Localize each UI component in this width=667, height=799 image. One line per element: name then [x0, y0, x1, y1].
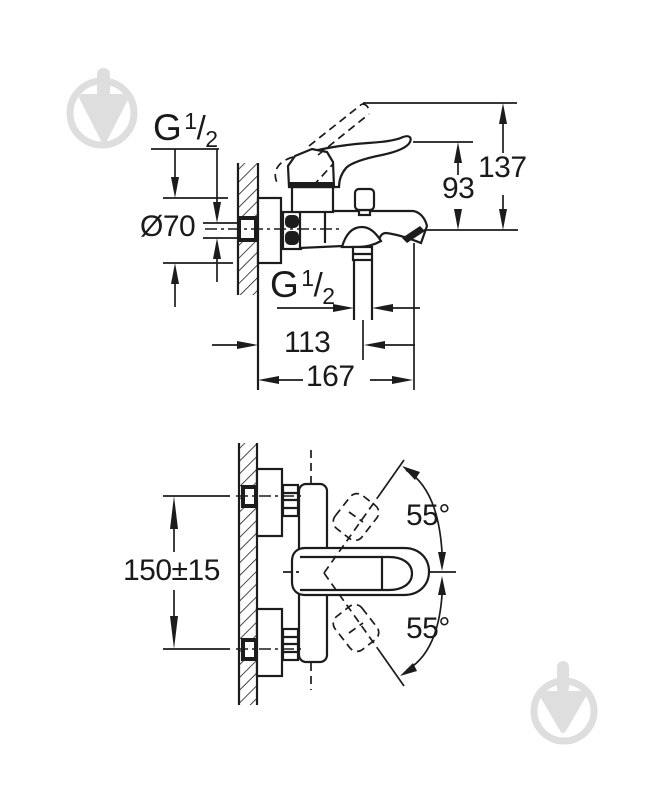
- wall-hatch: [239, 443, 257, 705]
- mounting-distance-dimension: [163, 495, 230, 650]
- depth-167-label: 167: [306, 360, 355, 393]
- lever-handle: [290, 546, 431, 597]
- spout-aerator: [402, 226, 425, 243]
- escutcheon-plate: [255, 467, 284, 538]
- mounting-distance-label: 150±15: [123, 554, 220, 587]
- lever-raised-dashed: [274, 103, 370, 187]
- supply-pipe: [203, 222, 238, 239]
- trowel-watermark-icon: [530, 661, 598, 745]
- side-view-drawing: [203, 103, 429, 390]
- angle-up-label: 55°: [406, 499, 450, 532]
- lever-swung-up-dashed: [332, 492, 380, 542]
- swing-angle-arcs: [400, 466, 446, 676]
- trowel-watermark-icon: [66, 68, 138, 149]
- handle-cap: [286, 147, 336, 189]
- height-93-label: 93: [442, 172, 475, 205]
- front-view-drawing: [163, 443, 456, 705]
- height-137-label: 137: [478, 151, 527, 184]
- escutcheon-plate: [255, 607, 284, 678]
- side-view-dimensions: [151, 102, 518, 390]
- angle-down-label: 55°: [406, 612, 450, 645]
- diverter-knob: [353, 187, 376, 212]
- diameter-label: Ø70: [140, 210, 196, 243]
- depth-113-label: 113: [284, 326, 331, 359]
- lever-swung-down-dashed: [332, 603, 380, 653]
- escutcheon-plate: [256, 196, 283, 265]
- cartridge-column: [290, 184, 335, 214]
- shower-hose: [352, 260, 374, 320]
